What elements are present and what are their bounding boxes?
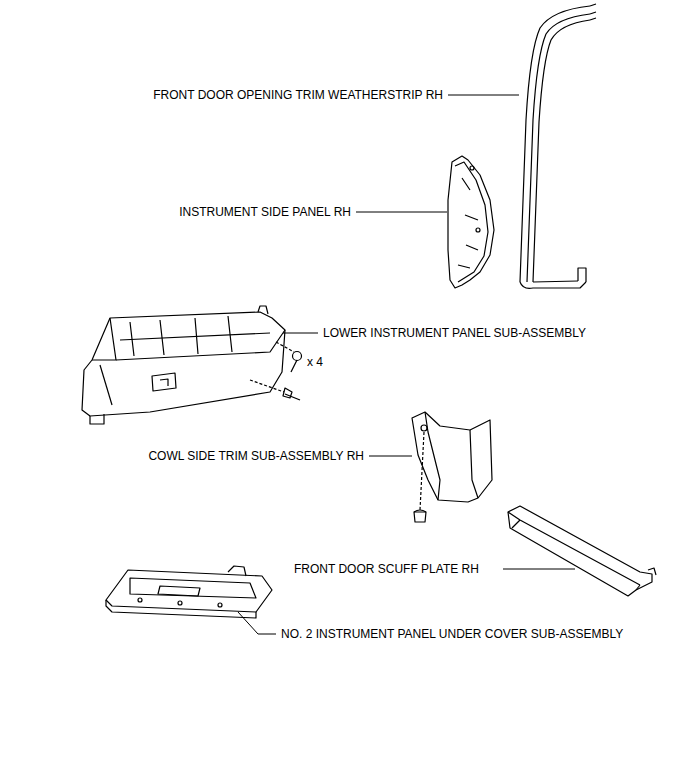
part-label: INSTRUMENT SIDE PANEL RH bbox=[178, 205, 352, 219]
part-label: COWL SIDE TRIM SUB-ASSEMBLY RH bbox=[147, 449, 365, 463]
part-label: LOWER INSTRUMENT PANEL SUB-ASSEMBLY bbox=[322, 326, 587, 340]
screw bbox=[250, 342, 302, 400]
quantity-label: x 4 bbox=[306, 355, 324, 369]
scuff-plate bbox=[508, 506, 656, 596]
lower-instrument-panel bbox=[82, 306, 285, 424]
under-cover bbox=[106, 566, 272, 618]
part-label: NO. 2 INSTRUMENT PANEL UNDER COVER SUB-A… bbox=[280, 627, 624, 641]
weatherstrip bbox=[520, 4, 596, 288]
cowl-side-trim bbox=[412, 412, 492, 522]
part-label: FRONT DOOR SCUFF PLATE RH bbox=[293, 562, 480, 576]
part-label: FRONT DOOR OPENING TRIM WEATHERSTRIP RH bbox=[152, 88, 444, 102]
instrument-side-panel bbox=[448, 156, 494, 288]
